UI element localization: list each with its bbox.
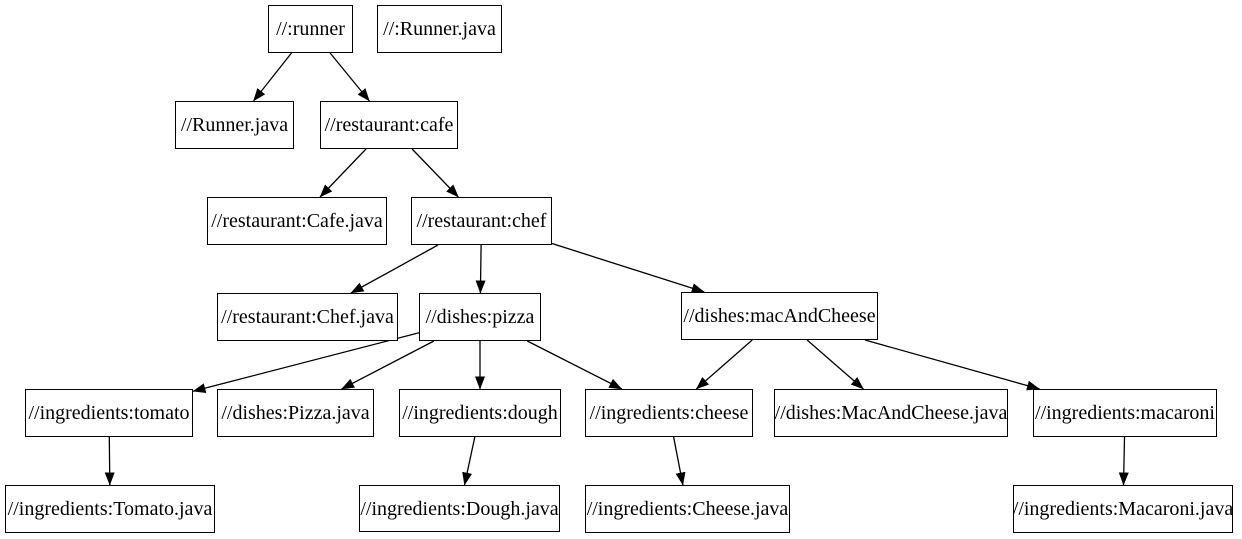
node-label: //ingredients:Tomato.java <box>7 498 213 520</box>
node-chef-java: //restaurant:Chef.java <box>217 293 398 341</box>
node-chef: //restaurant:chef <box>411 197 552 245</box>
node-mac-and-cheese-java: //dishes:MacAndCheese.java <box>774 389 1008 437</box>
node-cheese: //ingredients:cheese <box>585 389 753 437</box>
node-tomato: //ingredients:tomato <box>25 389 193 437</box>
edge-pizza-to-cheese <box>527 340 623 390</box>
edge-pizza-to-pizza-java <box>341 340 435 390</box>
node-runner-java-root: //:Runner.java <box>377 5 502 53</box>
node-cafe: //restaurant:cafe <box>320 101 458 149</box>
edge-mac-and-cheese-to-mac-and-cheese-java <box>806 339 864 390</box>
node-cafe-java: //restaurant:Cafe.java <box>207 197 387 245</box>
edge-cafe-to-cafe-java <box>319 148 367 198</box>
node-label: //ingredients:dough <box>402 402 558 424</box>
node-label: //dishes:pizza <box>425 306 535 328</box>
edge-chef-to-chef-java <box>350 244 439 294</box>
edge-tomato-to-tomato-java <box>104 436 115 486</box>
node-label: //:Runner.java <box>383 18 496 40</box>
edge-chef-to-mac-and-cheese <box>551 242 705 293</box>
edge-runner-to-runner-java <box>252 52 293 102</box>
node-label: //ingredients:Macaroni.java <box>1012 498 1234 520</box>
edge-mac-and-cheese-to-macaroni <box>864 339 1040 391</box>
node-label: //restaurant:chef <box>416 210 547 232</box>
node-label: //:runner <box>276 18 345 40</box>
node-runner-java: //Runner.java <box>175 101 294 149</box>
edge-runner-to-cafe <box>329 52 370 102</box>
edge-macaroni-to-macaroni-java <box>1118 436 1129 486</box>
node-dough: //ingredients:dough <box>399 389 561 437</box>
node-cheese-java: //ingredients:Cheese.java <box>585 485 790 533</box>
node-label: //restaurant:cafe <box>324 114 454 136</box>
edge-mac-and-cheese-to-cheese <box>695 339 753 390</box>
node-label: //ingredients:Cheese.java <box>586 498 789 520</box>
node-label: //Runner.java <box>180 114 289 136</box>
node-label: //dishes:MacAndCheese.java <box>774 402 1008 424</box>
node-label: //restaurant:Chef.java <box>221 306 394 328</box>
node-label: //dishes:Pizza.java <box>221 402 370 424</box>
node-runner: //:runner <box>268 5 353 53</box>
node-label: //ingredients:macaroni <box>1035 402 1215 424</box>
node-pizza-java: //dishes:Pizza.java <box>217 389 374 437</box>
edge-chef-to-pizza <box>475 244 486 294</box>
node-dough-java: //ingredients:Dough.java <box>359 485 560 532</box>
edge-cafe-to-chef <box>411 148 459 198</box>
edge-dough-to-dough-java <box>462 436 476 486</box>
node-label: //ingredients:Dough.java <box>360 497 559 520</box>
node-label: //dishes:macAndCheese <box>683 305 876 327</box>
node-label: //ingredients:cheese <box>589 402 749 424</box>
node-macaroni-java: //ingredients:Macaroni.java <box>1013 485 1233 533</box>
edge-pizza-to-tomato <box>192 332 420 394</box>
node-pizza: //dishes:pizza <box>419 293 541 341</box>
node-label: //restaurant:Cafe.java <box>211 210 383 232</box>
node-macaroni: //ingredients:macaroni <box>1033 389 1217 437</box>
node-tomato-java: //ingredients:Tomato.java <box>5 485 215 533</box>
edge-cheese-to-cheese-java <box>672 436 686 486</box>
node-label: //ingredients:tomato <box>28 402 190 424</box>
node-mac-and-cheese: //dishes:macAndCheese <box>681 292 878 340</box>
